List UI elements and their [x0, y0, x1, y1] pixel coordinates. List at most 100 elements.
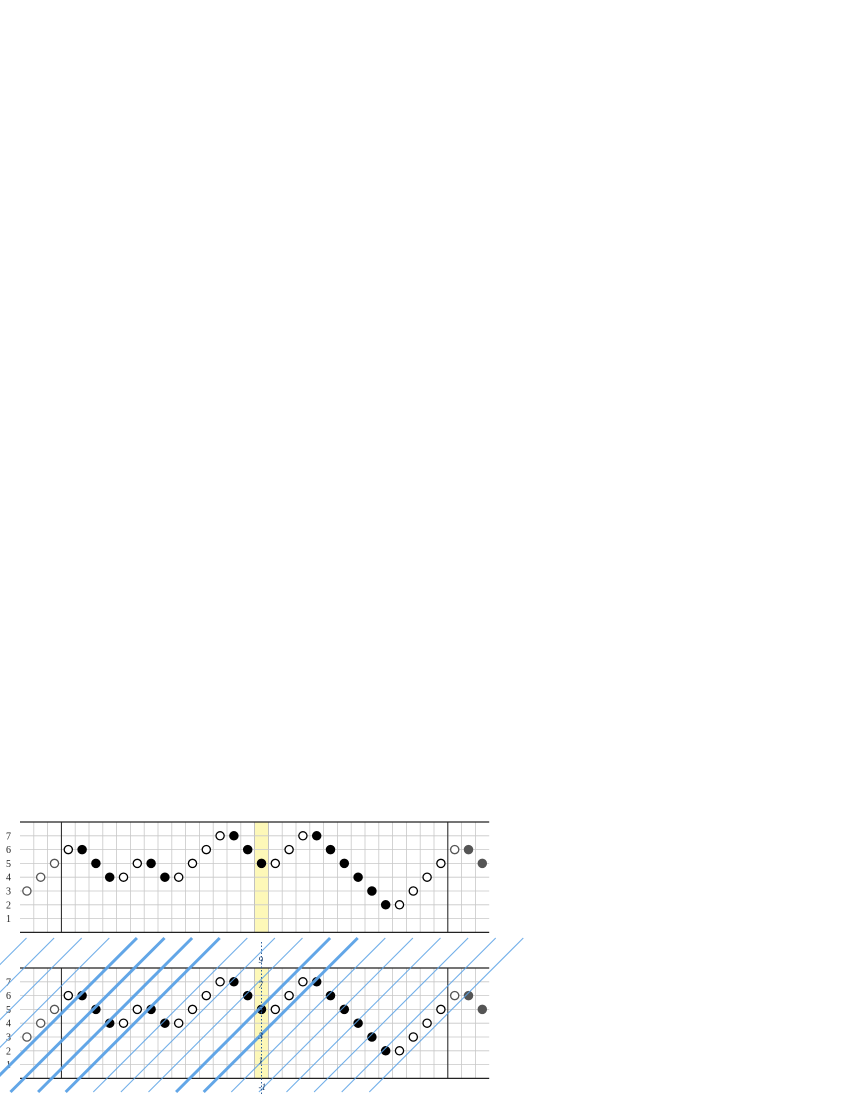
- open-dot: [298, 977, 308, 987]
- grid: [20, 822, 490, 933]
- diagonal-line: [148, 937, 303, 1093]
- diagonal-label: 5: [259, 1005, 264, 1015]
- open-dot: [215, 977, 225, 987]
- filled-dot: [146, 858, 156, 869]
- filled-dot: [463, 990, 474, 1001]
- filled-dot: [339, 1004, 350, 1015]
- filled-dot: [380, 1046, 391, 1056]
- row-label: 7: [6, 831, 11, 842]
- open-dot: [187, 858, 198, 869]
- open-dot: [298, 831, 308, 841]
- diagonal-line: [0, 937, 83, 1021]
- filled-dot: [104, 872, 115, 882]
- filled-dot: [339, 858, 350, 869]
- diagonal-lines: [0, 936, 524, 1094]
- row-label: 2: [6, 900, 11, 911]
- open-dot: [422, 872, 432, 882]
- open-dot: [422, 1018, 432, 1028]
- open-dot: [63, 990, 74, 1001]
- top-panel: 7 6 5 4 3 2 1: [6, 821, 490, 934]
- filled-dot: [91, 858, 101, 869]
- open-dot: [173, 872, 184, 882]
- filled-dot: [380, 900, 391, 910]
- diagonal-line: [0, 937, 27, 966]
- row-label: 2: [6, 1046, 11, 1057]
- diagonal-label: 9: [259, 955, 264, 965]
- filled-dot: [325, 990, 336, 1001]
- filled-dot: [160, 1018, 170, 1028]
- open-dot: [394, 900, 405, 910]
- filled-dot: [353, 1018, 363, 1028]
- points: [22, 831, 488, 910]
- filled-dot: [477, 858, 488, 869]
- diagonal-label: 7: [259, 980, 264, 990]
- open-dot: [173, 1018, 184, 1028]
- open-dot: [118, 1018, 129, 1028]
- open-dot: [449, 844, 460, 855]
- open-dot: [201, 844, 212, 855]
- diagonal-line: [92, 937, 248, 1093]
- row-label: 4: [6, 873, 11, 884]
- row-label: 3: [6, 887, 11, 898]
- filled-dot: [477, 1004, 488, 1015]
- open-dot: [408, 886, 419, 896]
- diagonal-line-bold: [37, 936, 194, 1094]
- open-dot: [22, 1032, 32, 1042]
- open-dot: [215, 831, 225, 841]
- open-dot: [35, 1018, 46, 1028]
- open-dot: [22, 886, 32, 896]
- diagonal-label: 3: [258, 1031, 264, 1041]
- filled-dot: [77, 844, 87, 855]
- diagonal-label: -1: [259, 1082, 267, 1092]
- row-label: 5: [6, 859, 11, 870]
- open-dot: [436, 1004, 446, 1015]
- diagonal-line: [341, 937, 497, 1093]
- filled-dot: [463, 844, 474, 855]
- filled-dot: [325, 844, 336, 855]
- open-dot: [270, 1004, 281, 1015]
- filled-dot: [160, 872, 170, 882]
- diagonal-line: [0, 937, 110, 1049]
- filled-dot: [229, 831, 239, 841]
- open-dot: [187, 1004, 198, 1015]
- diagonal-line: [258, 937, 414, 1093]
- open-dot: [132, 858, 143, 869]
- open-dot: [284, 844, 294, 855]
- filled-dot: [367, 1032, 377, 1042]
- open-dot: [284, 990, 294, 1001]
- diagonal-line: [286, 937, 441, 1093]
- open-dot: [63, 844, 74, 855]
- row-label: 6: [6, 845, 11, 856]
- open-dot: [132, 1004, 143, 1015]
- diagonal-line-bold: [0, 936, 138, 1078]
- open-dot: [201, 990, 212, 1001]
- diagonal-label: 1: [259, 1056, 264, 1066]
- open-dot: [118, 872, 129, 882]
- open-dot: [436, 858, 446, 869]
- filled-dot: [242, 990, 253, 1001]
- open-dot: [35, 872, 46, 882]
- diagonal-line: [120, 937, 276, 1093]
- open-dot: [270, 858, 281, 869]
- filled-dot: [256, 858, 267, 869]
- filled-dot: [229, 977, 239, 987]
- diagonal-line: [230, 937, 386, 1093]
- bottom-panel: 765432197531-1: [0, 936, 524, 1094]
- filled-dot: [367, 886, 377, 896]
- row-label: 4: [6, 1019, 11, 1030]
- open-dot: [449, 990, 460, 1001]
- row-label: 6: [6, 991, 11, 1002]
- row-label: 5: [6, 1005, 11, 1016]
- filled-dot: [242, 844, 253, 855]
- row-label: 1: [6, 914, 11, 925]
- diagonal-line: [313, 937, 469, 1093]
- row-label: 7: [6, 977, 11, 988]
- diagonal-line-bold: [175, 936, 332, 1094]
- diagonal-line: [368, 937, 524, 1093]
- open-dot: [49, 1004, 60, 1015]
- filled-dot: [353, 872, 363, 882]
- diagonal-line-bold: [64, 936, 221, 1094]
- filled-dot: [311, 831, 322, 841]
- diagonal-line-bold: [202, 936, 359, 1094]
